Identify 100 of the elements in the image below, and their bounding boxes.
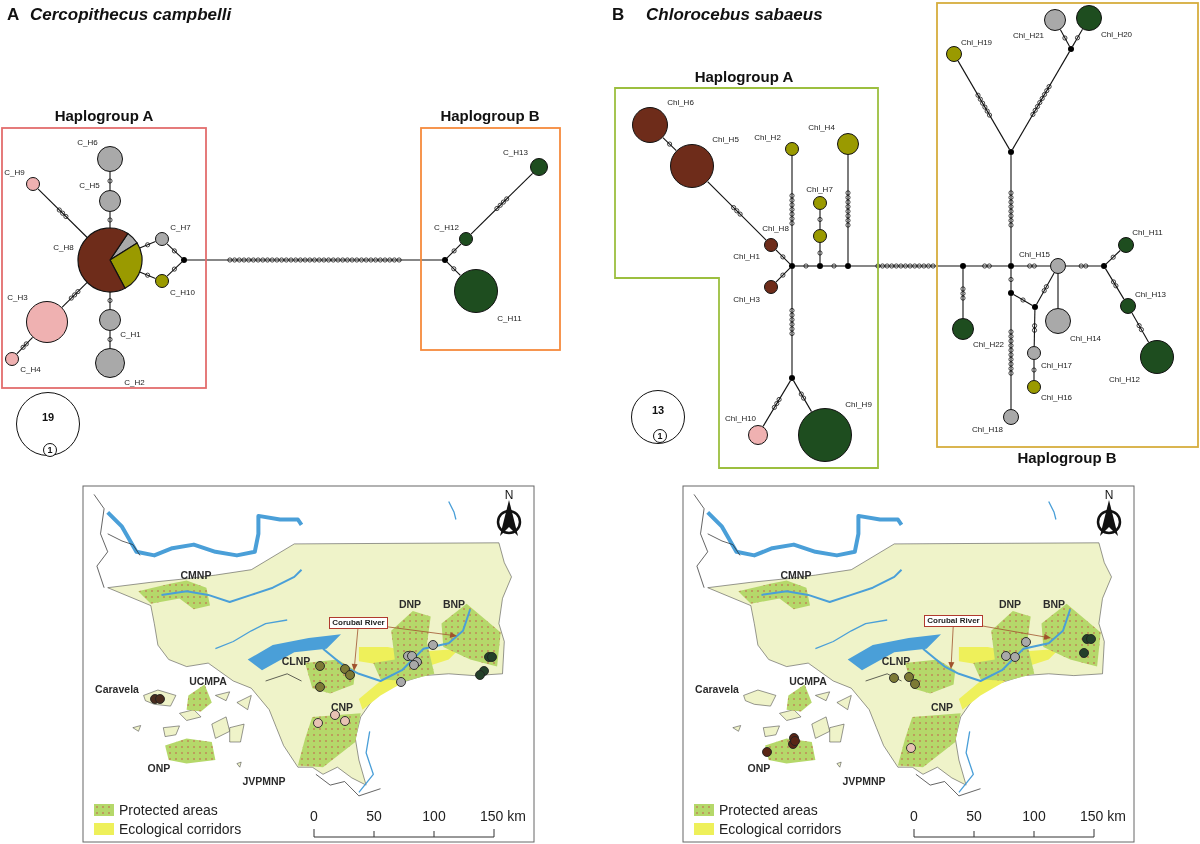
network-link <box>109 330 111 349</box>
median-vector-dot <box>442 257 448 263</box>
network-link <box>166 243 183 259</box>
place-label: UCMPA <box>189 675 227 687</box>
network-link <box>446 243 462 259</box>
scale-label: 150 km <box>1080 808 1126 824</box>
network-link <box>819 209 821 230</box>
haplotype-label: C_H9 <box>4 167 25 177</box>
legend-label: Protected areas <box>119 801 218 819</box>
scale-label: 150 km <box>480 808 526 824</box>
haplotype-label: Chl_H10 <box>724 413 757 423</box>
median-vector-dot <box>845 263 851 269</box>
haplotype-label: C_H8 <box>53 242 74 252</box>
network-link <box>446 261 461 276</box>
haplotype-label: Chl_H11 <box>1132 227 1163 237</box>
north-label: N <box>1104 488 1114 502</box>
haplotype-label: C_H12 <box>434 222 459 232</box>
haplotype-label: Chl_H12 <box>1108 374 1141 384</box>
network-link <box>1059 29 1071 47</box>
haplotype-label: Chl_H3 <box>733 294 760 304</box>
haplotype-label: Chl_H1 <box>733 251 760 261</box>
river-line <box>322 608 472 682</box>
haplotype-label: Chl_H20 <box>1100 29 1133 39</box>
legend-label: Ecological corridors <box>119 820 242 838</box>
scale-label: 0 <box>910 808 918 824</box>
network-link <box>957 60 1011 150</box>
place-label: CNP <box>330 701 354 713</box>
network-link <box>1013 293 1033 307</box>
network-link <box>1057 273 1059 309</box>
panel-letter: B <box>612 5 625 25</box>
network-link <box>1033 359 1035 381</box>
place-label: DNP <box>998 598 1022 610</box>
median-vector-dot <box>1101 263 1107 269</box>
haplogroup-title: Haplogroup B <box>439 107 541 125</box>
place-label: Caravela <box>95 683 139 695</box>
network-link <box>847 154 849 264</box>
median-vector-dot <box>1068 46 1074 52</box>
haplotype-label: Chl_H9 <box>845 399 872 409</box>
north-label: N <box>504 488 514 502</box>
river-line <box>922 608 1072 682</box>
place-label: Caravela <box>695 683 739 695</box>
network-link <box>791 268 793 376</box>
haplotype-label: Chl_H2 <box>754 132 781 142</box>
network-link <box>1010 295 1012 410</box>
haplogroup-title: Haplogroup A <box>693 68 795 86</box>
network-link <box>37 188 88 239</box>
haplotype-label: C_H13 <box>503 147 528 157</box>
network-link <box>16 336 34 355</box>
haplotype-label: C_H1 <box>120 329 141 339</box>
haplotype-label: Chl_H19 <box>960 37 993 47</box>
network-link <box>1035 272 1055 305</box>
network-link <box>470 172 534 235</box>
place-label: CMNP <box>180 569 212 581</box>
median-vector-dot <box>1032 304 1038 310</box>
size-legend-circle: 1 <box>43 443 57 457</box>
haplotype-label: Chl_H6 <box>667 97 694 107</box>
haplotype-label: Chl_H8 <box>762 223 789 233</box>
network-link <box>662 137 677 152</box>
network-link <box>775 249 791 265</box>
median-vector-dot <box>1008 263 1014 269</box>
network-link <box>139 271 157 279</box>
place-label: CNP <box>930 701 954 713</box>
network-link <box>794 265 818 267</box>
median-vector-dot <box>181 257 187 263</box>
median-vector-dot <box>960 263 966 269</box>
size-legend-circle <box>631 390 685 444</box>
place-label: ONP <box>747 762 771 774</box>
network-link <box>186 259 443 261</box>
network-link <box>775 267 791 283</box>
network-link <box>850 265 961 267</box>
network-link <box>1105 249 1121 265</box>
haplotype-label: C_H4 <box>20 364 41 374</box>
network-link <box>1010 154 1012 264</box>
network-link <box>791 155 793 264</box>
haplotype-label: C_H2 <box>124 377 145 387</box>
scale-label: 100 <box>1022 808 1046 824</box>
scale-label: 50 <box>366 808 382 824</box>
network-link <box>1071 28 1084 47</box>
network-link <box>139 241 157 249</box>
haplotype-label: Chl_H7 <box>806 184 833 194</box>
haplotype-label: Chl_H14 <box>1069 333 1102 343</box>
place-label: JVPMNP <box>842 775 886 787</box>
network-link <box>1010 268 1012 291</box>
network-link <box>109 291 111 310</box>
median-vector-dot <box>789 263 795 269</box>
haplotype-label: Chl_H15 <box>1018 249 1051 259</box>
place-label: CMNP <box>780 569 812 581</box>
haplotype-label: Chl_H4 <box>808 122 835 132</box>
network-link <box>1104 268 1125 300</box>
haplotype-label: Chl_H5 <box>712 134 739 144</box>
network-link <box>61 281 88 308</box>
haplogroup-title: Haplogroup A <box>53 107 155 125</box>
scale-label: 50 <box>966 808 982 824</box>
network-link <box>1131 312 1150 343</box>
median-vector-dot <box>789 375 795 381</box>
place-label: DNP <box>398 598 422 610</box>
median-vector-dot <box>1008 290 1014 296</box>
network-link <box>1065 265 1102 267</box>
haplotype-label: Chl_H18 <box>971 424 1004 434</box>
haplotype-label: C_H6 <box>77 137 98 147</box>
